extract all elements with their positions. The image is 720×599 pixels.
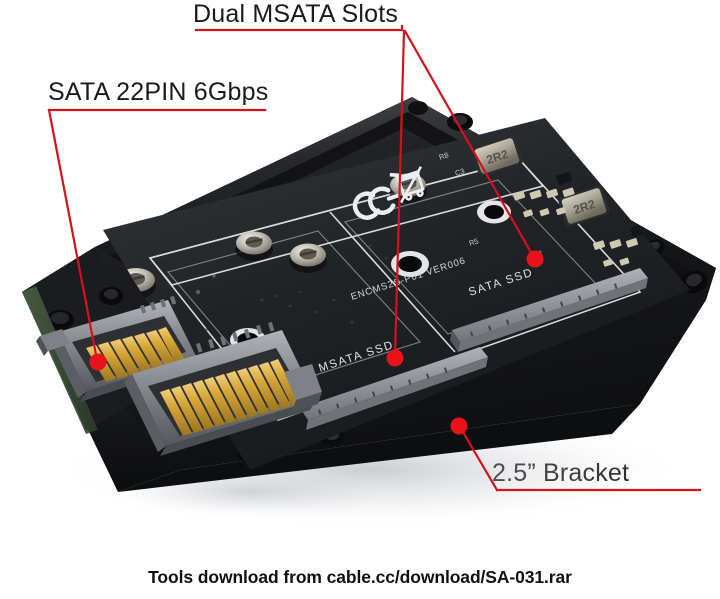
callout-label-dual-msata-slots: Dual MSATA Slots xyxy=(193,0,399,28)
smd-components xyxy=(513,172,647,267)
dot-upper-msata-slot xyxy=(526,250,544,268)
download-caption: Tools download from cable.cc/download/SA… xyxy=(148,567,572,587)
svg-text:C3: C3 xyxy=(454,166,466,178)
ce-mark xyxy=(352,186,401,220)
svg-text:2R2: 2R2 xyxy=(572,197,598,217)
inductor-2r2-b: 2R2 xyxy=(558,185,610,227)
leader-endpoint-dots xyxy=(89,250,544,435)
svg-text:R8: R8 xyxy=(438,150,450,162)
msata-slot-lower xyxy=(300,347,488,430)
svg-text:2R2: 2R2 xyxy=(485,147,511,167)
msata-slot-upper xyxy=(450,268,648,352)
sata-data-contacts xyxy=(86,327,186,382)
inductor-2r2-a: 2R2 xyxy=(471,135,523,177)
weee-mark xyxy=(389,166,425,204)
svg-text:R5: R5 xyxy=(468,236,480,248)
callout-label-sata-22pin: SATA 22PIN 6Gbps xyxy=(48,78,269,106)
sata-22pin-connector xyxy=(36,295,322,456)
dot-lower-msata-slot xyxy=(386,349,404,367)
sata-power-contacts xyxy=(160,359,301,436)
dot-bracket xyxy=(450,417,468,435)
dot-sata-connector xyxy=(89,353,107,371)
